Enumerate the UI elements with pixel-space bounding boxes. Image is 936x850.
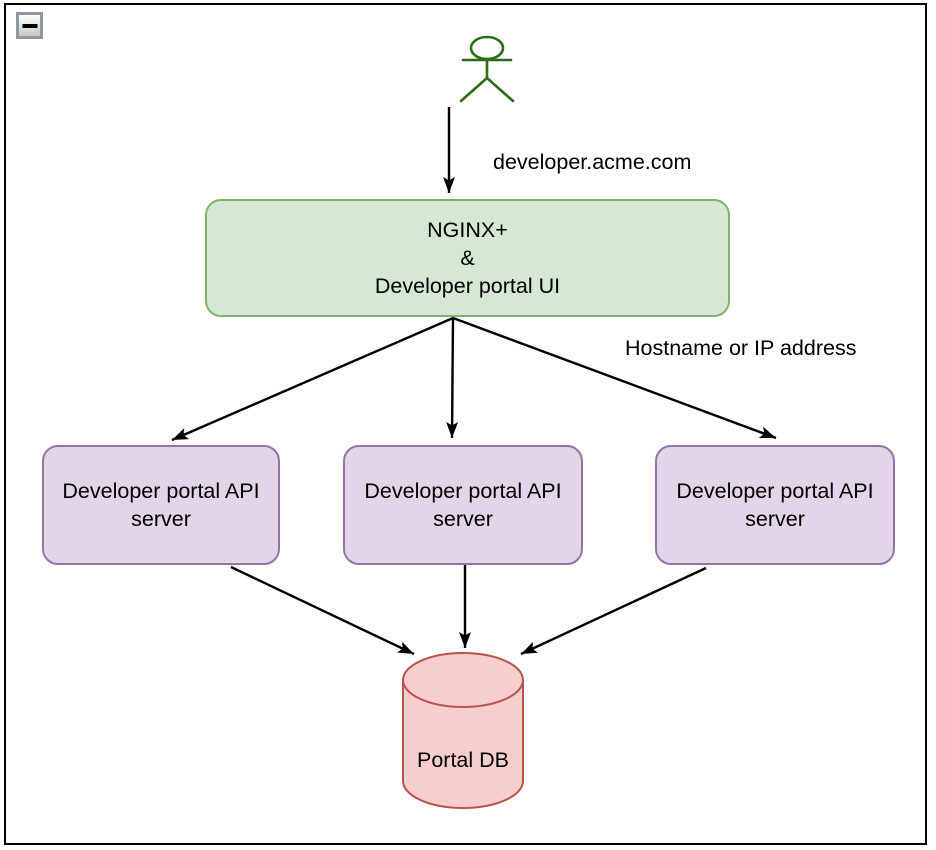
diagram-frame [4,3,927,845]
node-api-server-3[interactable]: Developer portal API server [655,445,895,565]
node-nginx-portal-ui[interactable]: NGINX+ & Developer portal UI [205,199,730,317]
edge-nginx-to-api2 [446,317,459,439]
edge-label-hostname: Hostname or IP address [625,336,857,360]
edge-nginx-to-api1 [171,316,454,442]
node-api-server-2[interactable]: Developer portal API server [343,445,583,565]
collapse-toggle-button[interactable] [16,12,43,39]
diagram-edges [171,107,777,656]
node-db-label: Portal DB [416,748,509,772]
node-api-server-1[interactable]: Developer portal API server [42,445,280,565]
node-api-server-1-label: Developer portal API server [62,479,260,531]
portal-db-cylinder[interactable] [402,652,524,809]
node-nginx-label: NGINX+ & Developer portal UI [374,218,561,298]
edge-api3-to-db [520,566,707,656]
node-api-server-2-label: Developer portal API server [364,479,562,531]
user-actor-icon[interactable] [459,35,515,103]
minus-icon [22,23,37,28]
edge-api1-to-db [230,565,415,656]
edge-nginx-to-api3 [452,316,777,440]
node-api-server-3-label: Developer portal API server [676,479,874,531]
edge-label-url: developer.acme.com [493,150,692,174]
